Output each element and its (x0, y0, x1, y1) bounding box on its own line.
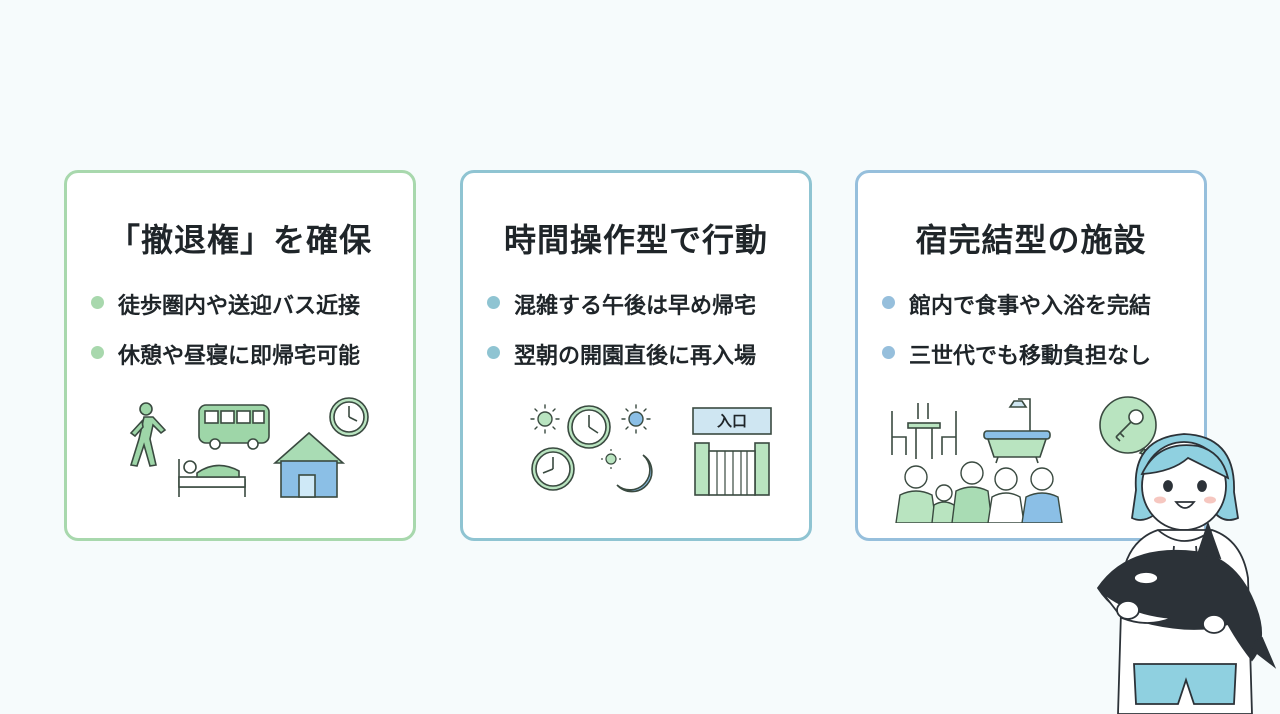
moon-icon (616, 454, 653, 493)
bullet-list: 館内で食事や入浴を完結 三世代でも移動負担なし (882, 288, 1151, 388)
card-illustration (129, 397, 369, 498)
card-title: 宿完結型の施設 (915, 221, 1147, 259)
gate-sign-text: 入口 (716, 412, 747, 430)
card-time-shift: 時間操作型で行動 混雑する午後は早め帰宅 翌朝の開園直後に再入場 (460, 170, 812, 541)
list-item-text: 館内で食事や入浴を完結 (909, 294, 1152, 319)
list-item: 休憩や昼寝に即帰宅可能 (91, 338, 360, 388)
sun-icon (621, 404, 651, 434)
list-item-text: 徒歩圏内や送迎バス近接 (118, 294, 361, 319)
gate-icon (692, 407, 772, 496)
gate-sign (692, 407, 772, 435)
bullet-dot (91, 346, 104, 359)
walking-person-icon (129, 402, 167, 467)
list-item: 徒歩圏内や送迎バス近接 (91, 288, 360, 338)
clock-icon (329, 397, 369, 437)
card-illustration (891, 396, 1157, 523)
list-item: 翌朝の開園直後に再入場 (487, 338, 756, 388)
card-title: 時間操作型で行動 (503, 221, 768, 259)
list-item-text: 混雑する午後は早め帰宅 (514, 294, 757, 319)
bullet-list: 混雑する午後は早め帰宅 翌朝の開園直後に再入場 (487, 288, 756, 388)
bathtub-icon (983, 398, 1051, 464)
list-item: 三世代でも移動負担なし (882, 338, 1151, 388)
list-item-text: 三世代でも移動負担なし (909, 344, 1152, 369)
house-icon (272, 431, 346, 498)
bullet-dot (882, 346, 895, 359)
bullet-list: 徒歩圏内や送迎バス近接 休憩や昼寝に即帰宅可能 (91, 288, 360, 388)
bus-icon (198, 404, 270, 450)
bullet-dot (91, 296, 104, 309)
list-item-text: 休憩や昼寝に即帰宅可能 (118, 344, 361, 369)
card-stay-complete: 宿完結型の施設 館内で食事や入浴を完結 三世代でも移動負担なし (855, 170, 1207, 541)
sleeping-person-bed-icon (178, 459, 246, 497)
clock-icon (567, 405, 611, 449)
bullet-dot (487, 346, 500, 359)
card-illustration (530, 404, 772, 496)
bullet-dot (487, 296, 500, 309)
key-icon (1099, 396, 1157, 460)
bullet-dot (882, 296, 895, 309)
list-item-text: 翌朝の開園直後に再入場 (514, 344, 757, 369)
card-withdrawal-right: 「撤退権」を確保 徒歩圏内や送迎バス近接 休憩や昼寝に即帰宅可能 (64, 170, 416, 541)
family-icon (895, 461, 1063, 523)
dining-table-icon (891, 403, 957, 459)
list-item: 館内で食事や入浴を完結 (882, 288, 1151, 338)
girl-holding-orca-mascot (1096, 433, 1277, 714)
sun-icon (530, 404, 560, 434)
sun-icon (601, 449, 621, 469)
clock-icon (531, 447, 575, 491)
card-title: 「撤退権」を確保 (107, 221, 372, 259)
list-item: 混雑する午後は早め帰宅 (487, 288, 756, 338)
